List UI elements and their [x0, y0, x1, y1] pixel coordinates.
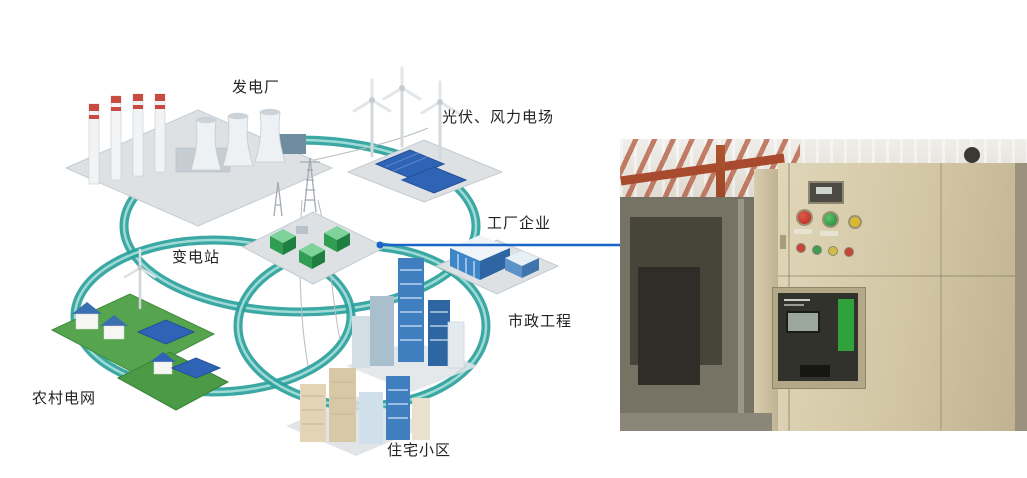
wind-solar-illustration: [346, 66, 504, 203]
breaker-green-plate: [838, 299, 854, 351]
pushbutton-yellow: [848, 215, 862, 229]
chimneys: [88, 93, 166, 185]
rural-grid-illustration: [50, 248, 230, 411]
label-rural-grid: 农村电网: [32, 389, 97, 407]
label-municipal: 市政工程: [508, 312, 573, 330]
interior-frame-highlight: [738, 199, 744, 429]
substation-illustration: [241, 157, 387, 285]
button-label-plate: [820, 231, 838, 236]
municipal-illustration: [346, 258, 478, 392]
solar-panels: [374, 149, 468, 194]
floor: [620, 413, 772, 431]
grid-diagram: [50, 66, 620, 456]
switchgear-photo: [620, 139, 1027, 431]
label-residential: 住宅小区: [387, 441, 452, 459]
door-seam-horizontal: [778, 275, 1015, 277]
indicator-lamp-yellow: [828, 246, 838, 256]
indicator-lamp-red: [796, 243, 806, 253]
power-plant-illustration: [64, 93, 334, 227]
transformer-units: [270, 226, 350, 269]
cooling-towers: [190, 108, 286, 171]
indicator-lamp-red-2: [844, 247, 854, 257]
rural-wind-turbine: [123, 248, 157, 310]
label-factory: 工厂企业: [487, 214, 552, 232]
label-substation: 变电站: [172, 248, 221, 266]
panel-meter-display: [816, 187, 832, 194]
button-label-plate: [794, 229, 812, 234]
factory-illustration: [434, 235, 560, 295]
breaker-label-line: [784, 304, 804, 306]
pushbutton-red: [796, 209, 813, 226]
indicator-lamp-green: [812, 245, 822, 255]
ceiling-vent-hole: [964, 147, 980, 163]
door-seam-vertical-2: [940, 163, 942, 431]
interior-dark: [638, 267, 700, 385]
red-conduit: [716, 145, 725, 233]
label-pv-wind-farm: 光伏、风力电场: [442, 108, 555, 126]
label-power-plant: 发电厂: [232, 78, 281, 96]
breaker-handle: [800, 365, 830, 377]
breaker-display: [786, 311, 820, 333]
pushbutton-green: [822, 211, 839, 228]
connector-line: [376, 241, 620, 249]
cabinet-right-edge: [1015, 163, 1027, 431]
door-hinge: [780, 235, 786, 249]
lattice-tower: [273, 157, 320, 217]
residential-illustration: [286, 368, 430, 456]
breaker-label-line: [784, 299, 810, 301]
wind-turbines: [352, 66, 460, 160]
